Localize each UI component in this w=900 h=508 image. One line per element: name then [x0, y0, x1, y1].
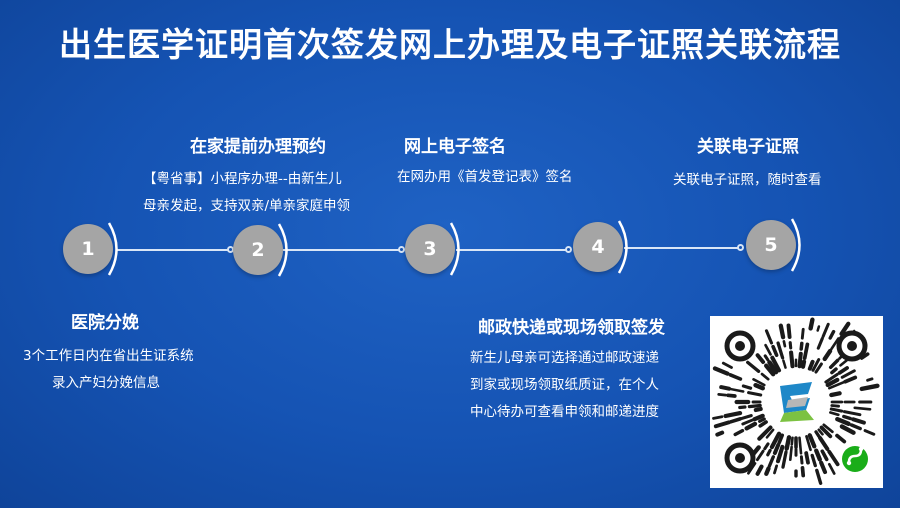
page-title: 出生医学证明首次签发网上办理及电子证照关联流程	[59, 25, 841, 64]
step-1-desc-line-2: 录入产妇分娩信息	[52, 375, 160, 391]
step-2-desc-line-1: 【粤省事】小程序办理--由新生儿	[143, 171, 342, 187]
step-node-5: 5	[746, 220, 796, 270]
qr-code-graphic	[710, 316, 883, 488]
connector-3-4	[456, 249, 570, 251]
step-arc-3	[449, 222, 460, 276]
connector-dot-2	[398, 246, 405, 253]
connector-dot-3	[565, 246, 572, 253]
step-5-title: 关联电子证照	[697, 137, 799, 157]
yueshengshi-logo-icon	[780, 382, 814, 422]
step-2-title: 在家提前办理预约	[190, 137, 326, 157]
step-1-title: 医院分娩	[71, 313, 139, 333]
step-node-1: 1	[63, 224, 113, 274]
connector-4-5	[624, 247, 742, 249]
step-4-desc-line-1: 新生儿母亲可选择通过邮政速递	[470, 350, 659, 366]
step-node-4: 4	[573, 222, 623, 272]
step-arc-1	[107, 222, 118, 276]
step-3-title: 网上电子签名	[404, 137, 506, 157]
step-arc-2	[277, 223, 288, 277]
wechat-miniprogram-icon	[842, 446, 868, 472]
connector-1-2	[116, 249, 232, 251]
step-4-desc-line-3: 中心待办可查看申领和邮递进度	[470, 404, 659, 420]
step-node-3: 3	[405, 224, 455, 274]
step-3-desc-line-1: 在网办用《首发登记表》签名	[397, 169, 573, 185]
step-2-desc-line-2: 母亲发起，支持双亲/单亲家庭申领	[143, 198, 351, 214]
step-node-2: 2	[233, 225, 283, 275]
connector-2-3	[283, 249, 403, 251]
step-4-title: 邮政快递或现场领取签发	[478, 318, 665, 338]
step-arc-4	[617, 220, 628, 274]
connector-dot-4	[737, 244, 744, 251]
miniprogram-qr-code-icon	[710, 316, 883, 488]
step-arc-5	[790, 218, 801, 272]
step-5-desc-line-1: 关联电子证照，随时查看	[673, 172, 822, 188]
step-1-desc-line-1: 3个工作日内在省出生证系统	[23, 348, 194, 364]
step-4-desc-line-2: 到家或现场领取纸质证，在个人	[470, 377, 659, 393]
